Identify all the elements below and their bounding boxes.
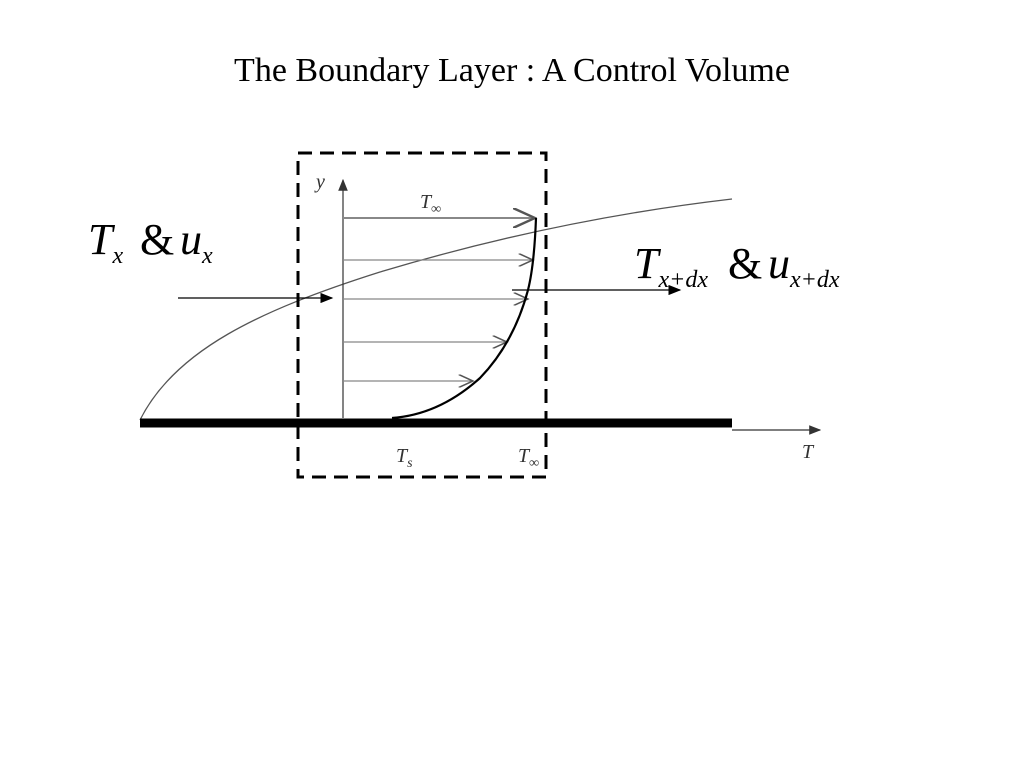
svg-text:Tx: Tx bbox=[88, 215, 123, 269]
control-volume-box bbox=[296, 151, 548, 479]
slide-title: The Boundary Layer : A Control Volume bbox=[234, 52, 790, 89]
svg-text:&: & bbox=[728, 239, 762, 288]
y-axis-label: y bbox=[314, 171, 325, 193]
svg-text:ux+dx: ux+dx bbox=[768, 239, 840, 293]
t-surface-label: Ts bbox=[396, 445, 413, 471]
svg-text:ux: ux bbox=[180, 215, 213, 269]
temperature-profile-curve bbox=[391, 217, 538, 420]
t-axis-label: T bbox=[802, 441, 815, 463]
t-infinity-bottom-label: T∞ bbox=[518, 445, 539, 471]
svg-text:Tx+dx: Tx+dx bbox=[634, 239, 708, 293]
inlet-label: Tx & ux bbox=[88, 215, 213, 269]
outlet-label: Tx+dx & ux+dx bbox=[634, 239, 840, 293]
svg-text:&: & bbox=[140, 215, 174, 264]
t-infinity-top-label: T∞ bbox=[420, 191, 441, 217]
boundary-layer-edge-curve bbox=[139, 198, 733, 421]
